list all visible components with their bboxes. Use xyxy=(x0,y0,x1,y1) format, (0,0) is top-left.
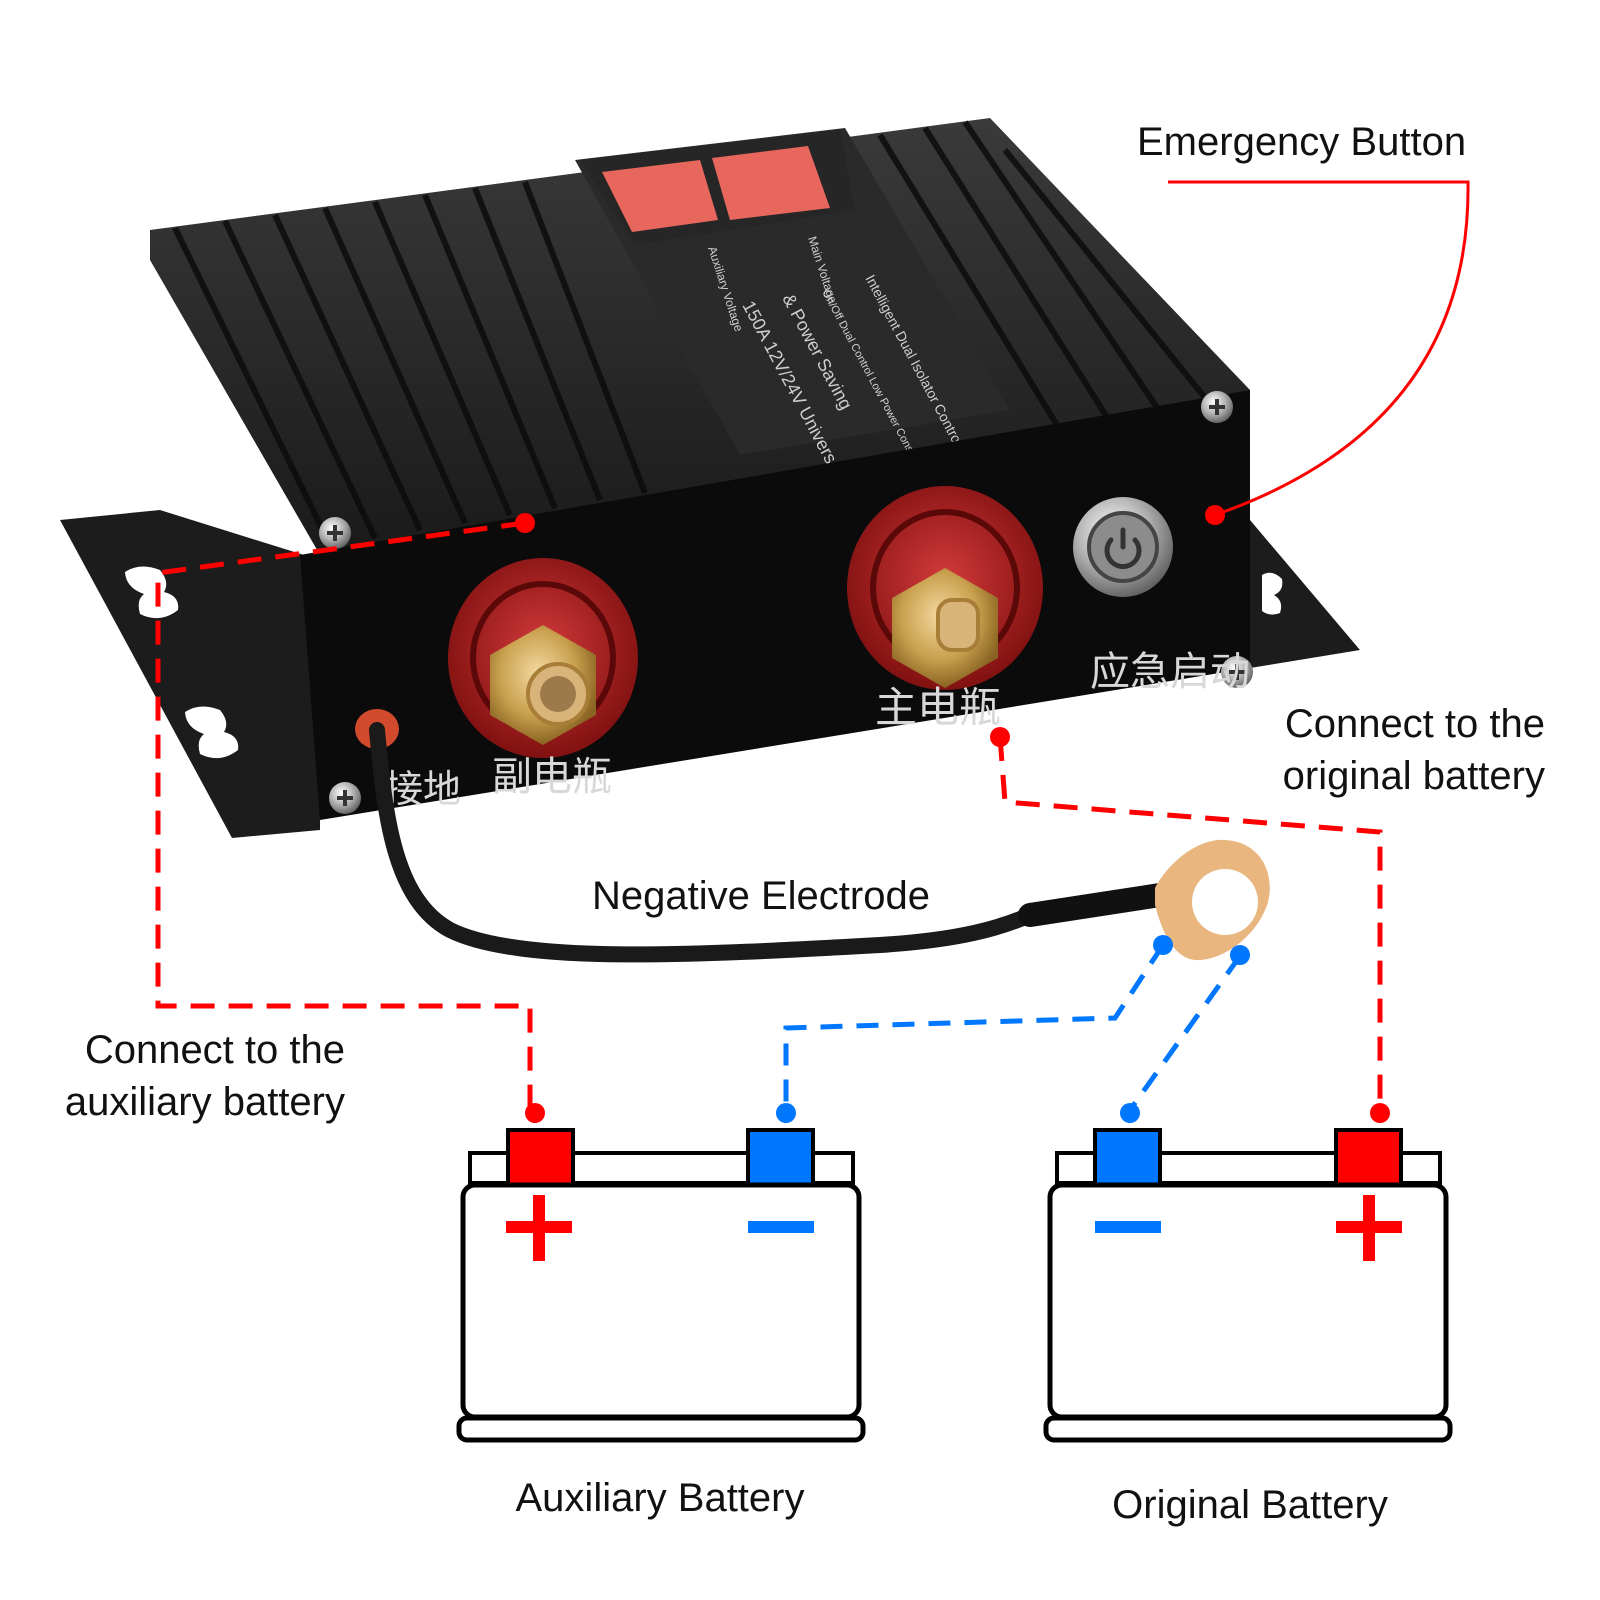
connect-aux-line-1: Connect to the xyxy=(84,1028,345,1072)
positive-terminal xyxy=(1334,1128,1403,1187)
screw-top-right xyxy=(1201,391,1233,423)
cable-sleeve xyxy=(1018,883,1172,927)
isolator-device: Main Voltage Auxiliary Voltage Intellige… xyxy=(60,118,1360,963)
screw-bottom-left xyxy=(329,782,361,814)
main-battery-terminal xyxy=(847,486,1043,690)
auxiliary-battery xyxy=(456,1128,866,1443)
negative-terminal xyxy=(746,1128,815,1187)
positive-terminal xyxy=(506,1128,575,1187)
ground-label: 接地 xyxy=(385,767,461,811)
negative-terminal xyxy=(1093,1128,1162,1187)
emergency-button-callout: Emergency Button xyxy=(1137,120,1467,164)
negative-electrode-callout: Negative Electrode xyxy=(592,874,930,918)
ground-cable xyxy=(369,722,1163,963)
battery-body xyxy=(1047,1182,1449,1420)
connect-aux-callout: Connect to the auxiliary battery xyxy=(40,1024,345,1128)
minus-icon xyxy=(1095,1221,1161,1233)
plus-icon xyxy=(1336,1195,1402,1261)
aux-battery-label: 副电瓶 xyxy=(492,754,612,800)
emergency-start-label: 应急启动 xyxy=(1090,649,1250,695)
original-positive-wire xyxy=(997,736,1383,1110)
battery-base xyxy=(1043,1415,1453,1443)
mounting-flange-right xyxy=(1250,520,1360,668)
original-negative-wire xyxy=(1127,954,1243,1112)
plus-icon xyxy=(506,1195,572,1261)
power-icon xyxy=(1104,537,1142,570)
aux-positive-wire xyxy=(155,520,533,1110)
negative-wires xyxy=(783,943,1243,1112)
original-battery xyxy=(1043,1128,1453,1443)
minus-icon xyxy=(748,1221,814,1233)
screw-bottom-right xyxy=(1221,656,1253,688)
mounting-hole-right xyxy=(1262,572,1283,615)
ring-terminal xyxy=(1155,839,1270,961)
aux-voltage-display xyxy=(712,146,830,220)
aux-negative-wire xyxy=(783,943,1166,1110)
battery-base xyxy=(456,1415,866,1443)
connect-original-callout: Connect to the original battery xyxy=(1260,698,1545,802)
connect-aux-line-2: auxiliary battery xyxy=(64,1080,345,1124)
emergency-power-button[interactable] xyxy=(1073,497,1173,597)
emergency-callout-line xyxy=(1168,180,1470,517)
positive-wires xyxy=(155,180,1470,1110)
heat-sink-fins xyxy=(172,120,1213,547)
connect-original-line-2: original battery xyxy=(1282,754,1545,798)
aux-battery-terminal xyxy=(448,558,638,758)
main-voltage-display xyxy=(602,160,718,232)
mounting-hole-bottom xyxy=(185,706,239,759)
auxiliary-battery-caption: Auxiliary Battery xyxy=(515,1476,805,1520)
screw-top-left xyxy=(319,517,351,549)
negative-wire-dots xyxy=(776,935,1250,1123)
original-battery-caption: Original Battery xyxy=(1112,1483,1388,1527)
mounting-hole-top xyxy=(125,566,179,619)
battery-body xyxy=(460,1182,862,1420)
positive-wire-dots xyxy=(515,505,1390,1123)
main-battery-label: 主电瓶 xyxy=(875,683,1001,732)
mounting-flange-left xyxy=(60,510,320,838)
connect-original-line-1: Connect to the xyxy=(1284,702,1545,746)
